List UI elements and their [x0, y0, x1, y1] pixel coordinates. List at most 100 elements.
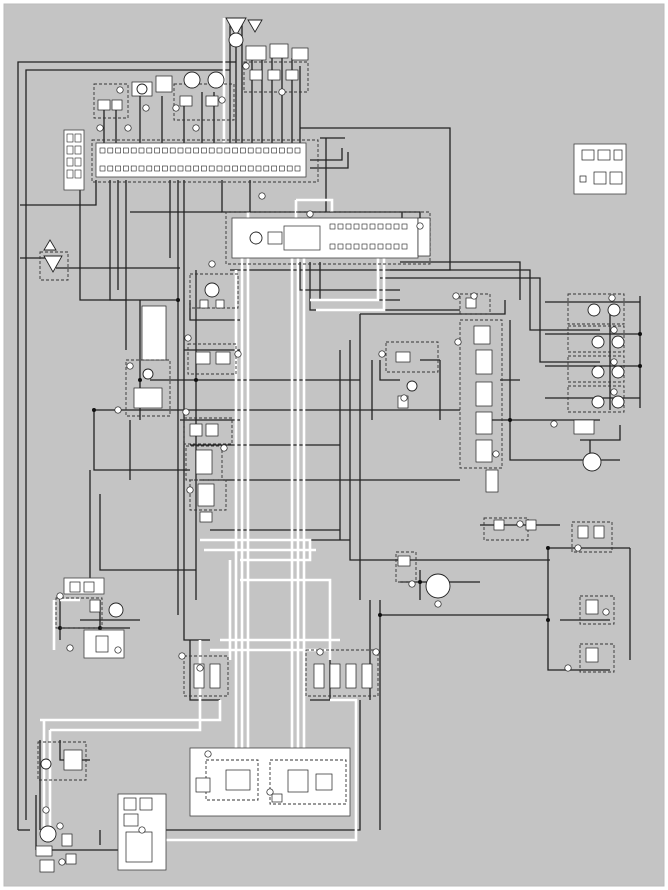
secondary-unit-pin: [369, 243, 376, 250]
callout-marker: [602, 608, 610, 616]
main-unit-pin: [138, 165, 145, 172]
callout-marker: [126, 362, 134, 370]
main-unit-pin: [208, 165, 215, 172]
secondary-unit-pin: [377, 223, 384, 230]
main-unit-pin: [185, 147, 192, 154]
main-unit-pin: [279, 147, 285, 154]
callout-marker: [192, 124, 200, 132]
main-unit-pin: [123, 165, 129, 172]
main-unit-pin: [286, 147, 293, 154]
callout-marker: [416, 222, 424, 230]
callout-marker: [56, 822, 64, 830]
callout-marker: [116, 86, 124, 94]
secondary-unit-pin: [361, 223, 368, 230]
main-unit-pin: [130, 147, 137, 154]
main-unit-pin: [177, 147, 184, 154]
main-unit-pin: [224, 165, 231, 172]
callout-marker: [278, 88, 286, 96]
main-unit-pin: [185, 165, 192, 172]
callout-marker: [182, 408, 190, 416]
main-unit-pin: [271, 165, 277, 172]
main-unit-pin: [201, 147, 207, 154]
main-unit-pin: [154, 165, 160, 172]
secondary-unit-pin: [385, 243, 392, 250]
callout-marker: [454, 338, 462, 346]
secondary-unit-pin: [337, 223, 344, 230]
right-lower-switches: [395, 517, 615, 673]
main-unit-pin: [263, 147, 270, 154]
main-unit-pin: [224, 147, 231, 154]
callout-marker: [114, 646, 122, 654]
callout-marker: [608, 294, 616, 302]
main-unit-pin: [232, 165, 238, 172]
main-unit-pin: [193, 147, 199, 154]
main-unit-pin: [232, 147, 238, 154]
main-unit-pin: [255, 147, 262, 154]
secondary-unit-pin: [369, 223, 376, 230]
main-unit-pin: [169, 147, 176, 154]
main-unit-pin: [107, 165, 114, 172]
main-unit-pin: [138, 147, 145, 154]
callout-marker: [58, 858, 66, 866]
callout-marker: [610, 388, 618, 396]
callout-marker: [96, 124, 104, 132]
callout-marker: [610, 326, 618, 334]
callout-marker: [452, 292, 460, 300]
secondary-unit-pin: [393, 223, 400, 230]
main-unit-pin: [146, 165, 153, 172]
main-unit-pin: [240, 147, 246, 154]
callout-marker: [408, 580, 416, 588]
main-unit-pin: [115, 147, 121, 154]
callout-marker: [56, 592, 64, 600]
main-unit-pin: [107, 147, 114, 154]
lower-relay-row: [183, 649, 379, 697]
main-unit-pin: [162, 165, 168, 172]
callout-marker: [434, 600, 442, 608]
bottom-left-ignition: [35, 741, 87, 873]
callout-marker: [400, 394, 408, 402]
callout-marker: [208, 260, 216, 268]
main-unit-pin: [146, 147, 153, 154]
callout-marker: [220, 444, 228, 452]
secondary-unit-pin: [329, 243, 336, 250]
main-unit-pin: [216, 165, 223, 172]
main-unit-pin: [263, 165, 270, 172]
bottom-junction-panel: [189, 747, 351, 817]
main-unit-pin: [193, 165, 199, 172]
main-unit-pin: [169, 165, 176, 172]
main-unit-pin: [99, 147, 106, 154]
main-unit-pin: [208, 147, 215, 154]
callout-marker: [266, 788, 274, 796]
main-unit-pin: [271, 147, 277, 154]
secondary-unit-pin: [401, 223, 408, 230]
callout-marker: [42, 806, 50, 814]
secondary-unit-pin: [361, 243, 368, 250]
legend-box: [573, 143, 627, 195]
secondary-unit-pin: [353, 243, 360, 250]
callout-marker: [610, 358, 618, 366]
callout-marker: [564, 664, 572, 672]
main-unit-connector-ref: [63, 129, 85, 191]
callout-marker: [204, 750, 212, 758]
callout-marker: [138, 826, 146, 834]
callout-marker: [114, 406, 122, 414]
callout-marker: [316, 648, 324, 656]
main-unit-pin: [286, 165, 293, 172]
main-unit-pin: [247, 147, 254, 154]
secondary-unit-pin: [377, 243, 384, 250]
callout-marker: [178, 652, 186, 660]
main-unit-pin: [294, 165, 301, 172]
callout-marker: [550, 420, 558, 428]
callout-marker: [492, 450, 500, 458]
callout-marker: [378, 350, 386, 358]
callout-marker: [372, 648, 380, 656]
callout-markers: [42, 62, 618, 866]
callout-marker: [172, 104, 180, 112]
main-unit-pin: [294, 147, 301, 154]
callout-marker: [186, 486, 194, 494]
secondary-unit-pin: [401, 243, 408, 250]
left-lower-panel: [55, 577, 125, 659]
callout-marker: [184, 334, 192, 342]
callout-marker: [124, 124, 132, 132]
